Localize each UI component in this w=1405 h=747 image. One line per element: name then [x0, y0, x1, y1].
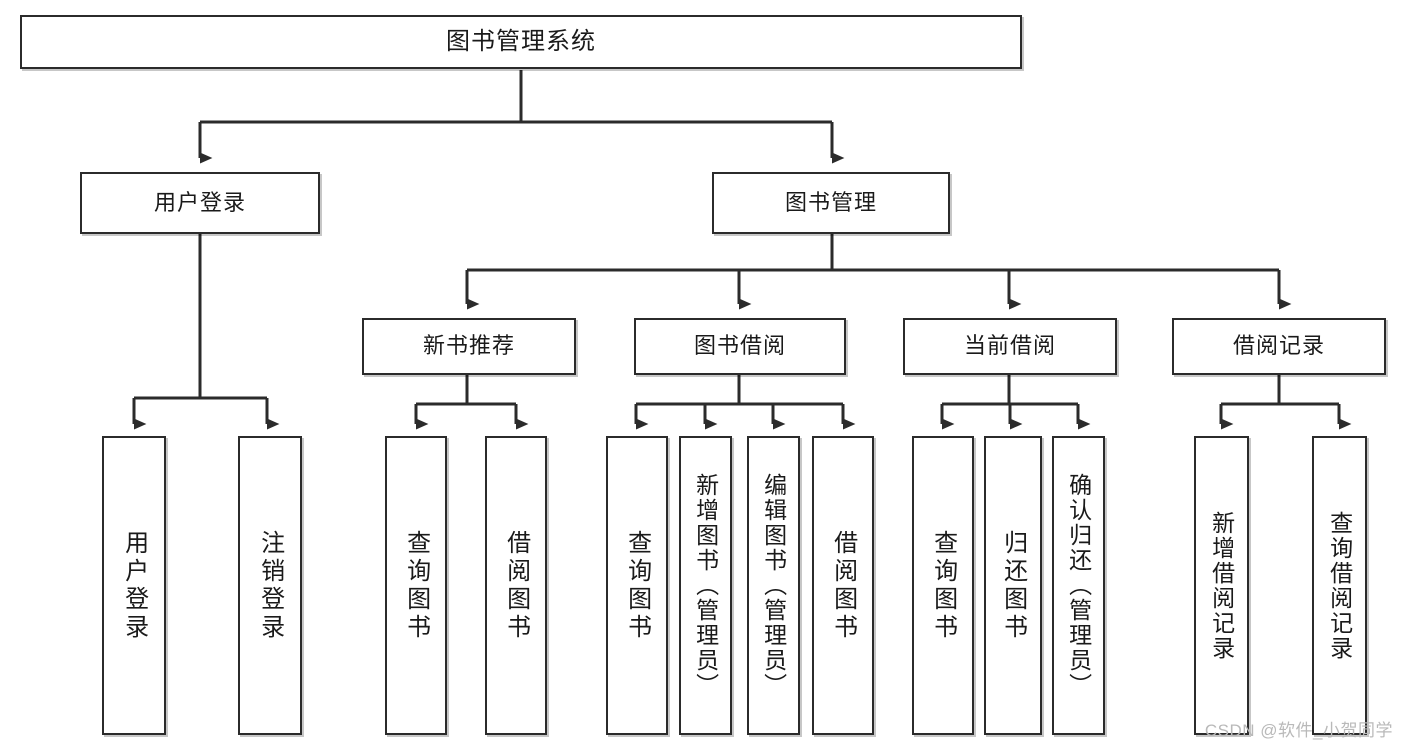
node-leaf-edit-book[interactable]: 编辑图书（管理员） [747, 436, 800, 735]
node-root-label: 图书管理系统 [446, 27, 596, 55]
node-leaf-logout[interactable]: 注销登录 [238, 436, 302, 735]
node-leaf-return-book[interactable]: 归还图书 [984, 436, 1042, 735]
node-book-manage[interactable]: 图书管理 [712, 172, 950, 234]
node-book-borrow[interactable]: 图书借阅 [634, 318, 846, 375]
node-leaf-query-record[interactable]: 查询借阅记录 [1312, 436, 1367, 735]
node-leaf-edit-book-label: 编辑图书（管理员） [760, 473, 787, 698]
node-user-login[interactable]: 用户登录 [80, 172, 320, 234]
node-leaf-user-login-label: 用户登录 [120, 529, 148, 642]
node-user-login-label: 用户登录 [153, 189, 246, 215]
node-leaf-query-book-3[interactable]: 查询图书 [912, 436, 974, 735]
node-leaf-query-book-1-label: 查询图书 [402, 529, 430, 642]
node-new-book-rec[interactable]: 新书推荐 [362, 318, 576, 375]
node-leaf-add-record[interactable]: 新增借阅记录 [1194, 436, 1249, 735]
watermark-text: CSDN @软件_小贺同学 [1204, 721, 1393, 740]
node-leaf-confirm-return[interactable]: 确认归还（管理员） [1052, 436, 1105, 735]
node-leaf-query-record-label: 查询借阅记录 [1326, 510, 1353, 661]
node-book-manage-label: 图书管理 [784, 189, 877, 215]
node-leaf-add-record-label: 新增借阅记录 [1208, 510, 1235, 661]
node-leaf-add-book[interactable]: 新增图书（管理员） [679, 436, 732, 735]
node-leaf-borrow-book-2-label: 借阅图书 [829, 529, 857, 642]
node-leaf-query-book-1[interactable]: 查询图书 [385, 436, 447, 735]
node-leaf-confirm-return-label: 确认归还（管理员） [1065, 473, 1092, 698]
node-leaf-borrow-book-1[interactable]: 借阅图书 [485, 436, 547, 735]
node-leaf-return-book-label: 归还图书 [999, 529, 1027, 642]
node-borrow-record[interactable]: 借阅记录 [1172, 318, 1386, 375]
node-leaf-query-book-3-label: 查询图书 [929, 529, 957, 642]
node-current-borrow[interactable]: 当前借阅 [903, 318, 1117, 375]
node-leaf-query-book-2[interactable]: 查询图书 [606, 436, 668, 735]
node-leaf-logout-label: 注销登录 [256, 529, 284, 642]
node-leaf-borrow-book-2[interactable]: 借阅图书 [812, 436, 874, 735]
node-borrow-record-label: 借阅记录 [1232, 333, 1325, 359]
node-book-borrow-label: 图书借阅 [693, 333, 786, 359]
node-leaf-user-login[interactable]: 用户登录 [102, 436, 166, 735]
node-leaf-add-book-label: 新增图书（管理员） [692, 473, 719, 698]
node-leaf-query-book-2-label: 查询图书 [623, 529, 651, 642]
node-current-borrow-label: 当前借阅 [963, 333, 1056, 359]
node-root[interactable]: 图书管理系统 [20, 15, 1022, 69]
node-leaf-borrow-book-1-label: 借阅图书 [502, 529, 530, 642]
node-new-book-rec-label: 新书推荐 [422, 333, 515, 359]
